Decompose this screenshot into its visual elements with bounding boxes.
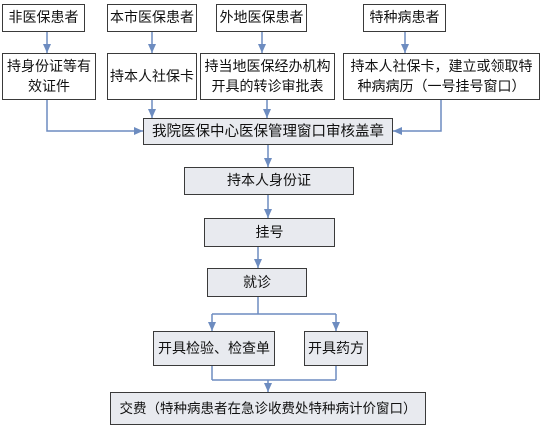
- node-label: 交费（特种病患者在急诊收费处特种病计价窗口）: [119, 400, 417, 417]
- node-tests-order: 开具检验、检查单: [153, 331, 275, 366]
- node-label: 开具检验、检查单: [158, 340, 270, 357]
- node-label-line-2: 效证件: [28, 78, 70, 95]
- node-special-disease-patient: 特种病患者: [363, 4, 446, 32]
- node-id-card: 持本人身份证: [184, 167, 354, 195]
- node-city-insured-documents: 持本人社保卡: [107, 53, 197, 100]
- node-non-insured-patient: 非医保患者: [2, 4, 85, 32]
- node-prescription: 开具药方: [304, 331, 368, 366]
- node-payment: 交费（特种病患者在急诊收费处特种病计价窗口）: [110, 392, 426, 425]
- node-label-line-2: 种病病历（一号挂号窗口）: [357, 78, 526, 95]
- node-special-disease-documents: 持本人社保卡，建立或领取特 种病病历（一号挂号窗口）: [343, 53, 540, 100]
- node-label: 开具药方: [308, 340, 364, 357]
- node-nonlocal-insured-documents: 持当地医保经办机构 开具的转诊审批表: [200, 53, 335, 100]
- node-label: 我院医保中心医保管理窗口审核盖章: [152, 123, 384, 140]
- node-label: 特种病患者: [369, 10, 440, 26]
- node-consultation: 就诊: [207, 268, 307, 297]
- node-label: 挂号: [255, 224, 284, 241]
- node-label: 持本人身份证: [227, 173, 311, 189]
- arrow-non-insured-docs-to-approval: [46, 100, 143, 135]
- node-registration: 挂号: [204, 218, 335, 247]
- node-label-line-2: 开具的转诊审批表: [211, 78, 324, 95]
- node-city-insured-patient: 本市医保患者: [107, 4, 197, 32]
- node-nonlocal-insured-patient: 外地医保患者: [216, 4, 307, 32]
- node-label: 本市医保患者: [110, 10, 194, 26]
- arrow-special-docs-to-approval: [393, 100, 442, 135]
- node-label-line-1: 持身份证等有: [7, 58, 91, 75]
- node-label: 非医保患者: [8, 10, 79, 26]
- node-label: 外地医保患者: [219, 10, 304, 26]
- node-non-insured-documents: 持身份证等有 效证件: [2, 53, 96, 100]
- node-label-line-1: 持本人社保卡: [110, 68, 194, 85]
- node-approval-stamp: 我院医保中心医保管理窗口审核盖章: [143, 118, 393, 145]
- node-label-line-1: 持当地医保经办机构: [204, 58, 331, 75]
- node-label-line-1: 持本人社保卡，建立或领取特: [350, 58, 533, 75]
- node-label: 就诊: [243, 274, 271, 291]
